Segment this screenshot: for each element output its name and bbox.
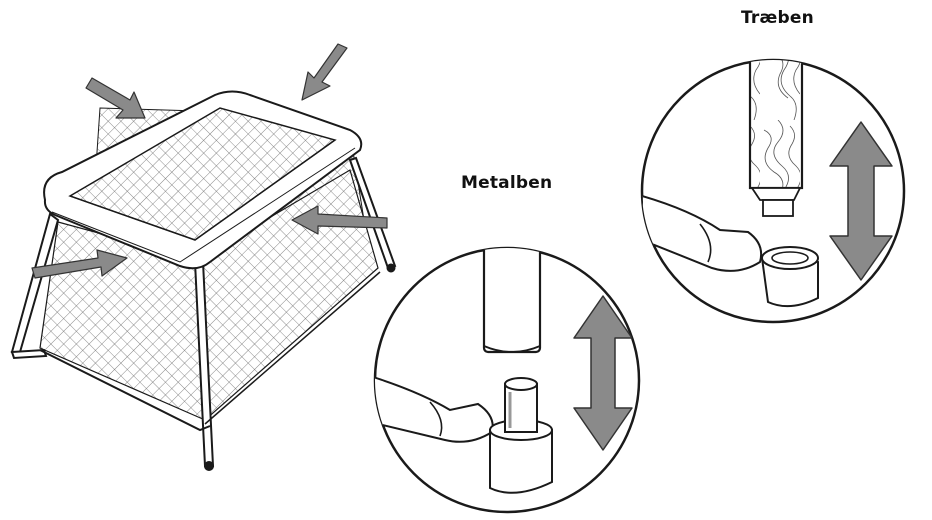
- hand: [642, 194, 763, 272]
- wood-leg: [748, 60, 804, 190]
- wood-leg-label: Træben: [741, 8, 814, 28]
- double-arrow-icon: [829, 121, 893, 281]
- leg-socket: [760, 246, 819, 308]
- travel-cot-illustration: [10, 43, 397, 471]
- push-arrow-icon: [31, 43, 388, 279]
- double-arrow-icon: [573, 295, 633, 451]
- top-rail: [43, 90, 363, 270]
- leg-socket: [489, 377, 553, 494]
- metal-leg-label: Metalben: [461, 173, 553, 193]
- metal-leg-tube: [482, 248, 542, 354]
- wood-leg-detail: [640, 58, 906, 324]
- hand: [375, 374, 494, 443]
- metal-leg-detail: [373, 246, 641, 514]
